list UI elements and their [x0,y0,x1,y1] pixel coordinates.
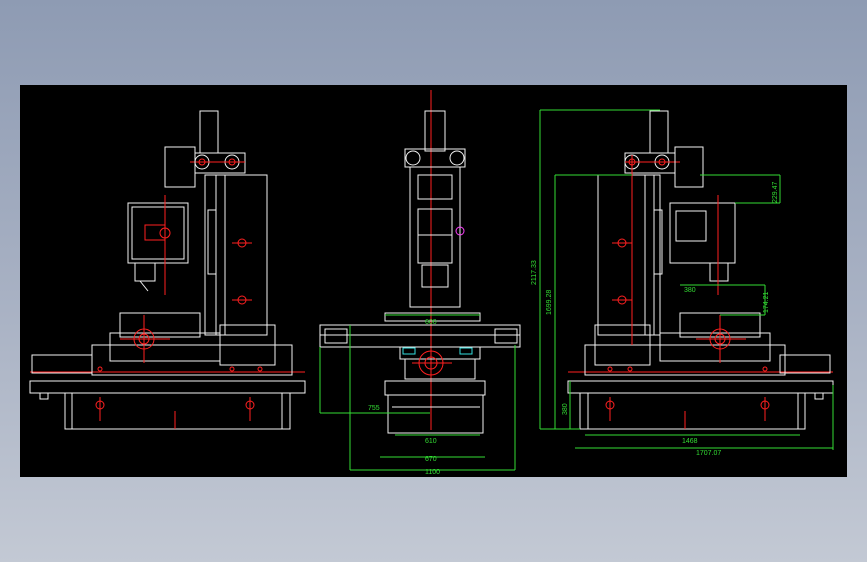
dim-610: 610 [425,438,437,445]
dim-2117: 2117.33 [531,260,538,285]
cad-drawing: 600 755 610 670 1100 [29,90,834,476]
dim-1468: 1468 [682,438,698,445]
dim-1699: 1699.28 [546,290,553,315]
front-view: 600 755 610 670 1100 [319,90,521,476]
dim-1100: 1100 [425,469,440,476]
dim-229: 229.47 [772,181,779,203]
dim-755: 755 [368,405,380,412]
side-view-left [29,110,306,430]
dim-670: 670 [425,456,437,463]
dim-380b: 380 [684,287,696,294]
dim-600: 600 [425,319,437,326]
cad-drawing-viewport[interactable]: 600 755 610 670 1100 [20,85,847,477]
dim-1707: 1707.07 [696,450,721,457]
dim-174: 174.21 [763,291,770,313]
side-view-right: 2117.33 1699.28 380 229.47 380 174.21 14… [531,109,834,457]
dim-380a: 380 [562,403,569,415]
